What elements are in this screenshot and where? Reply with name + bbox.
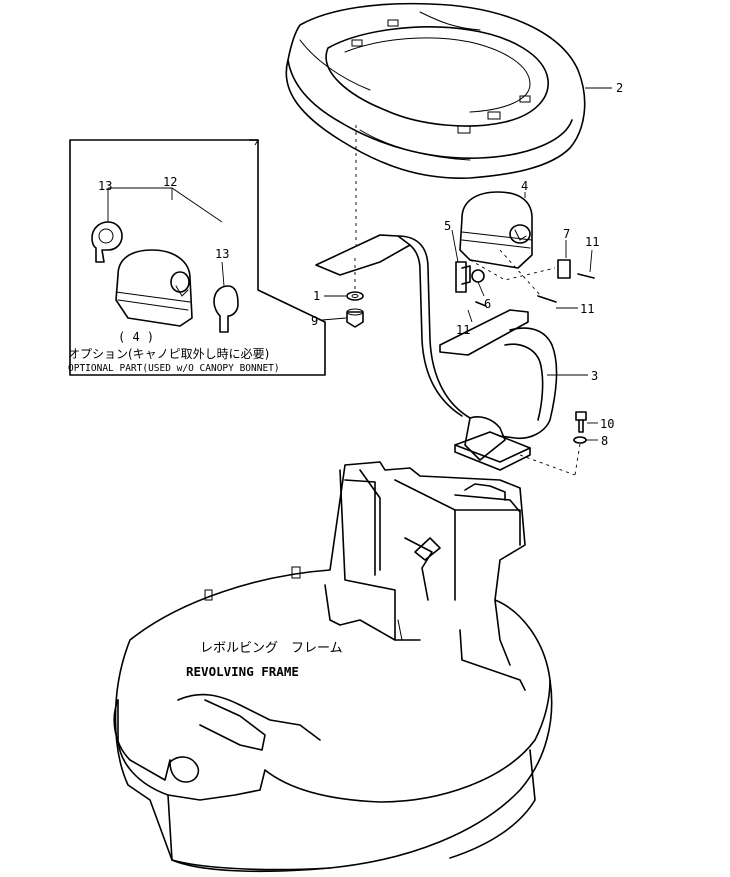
washer-1 — [346, 291, 364, 301]
optional-note-en: OPTIONAL PART(USED w/O CANOPY BONNET) — [68, 363, 280, 374]
optional-cover-13b — [213, 285, 239, 333]
callout-1: 1 — [313, 289, 320, 303]
bolt-10 — [575, 411, 587, 433]
callout-3: 3 — [591, 369, 598, 383]
seat-support-bracket — [315, 234, 558, 471]
optional-switch-4 — [115, 249, 193, 327]
callout-4: 4 — [521, 179, 528, 193]
seat-cushion — [285, 2, 586, 179]
callout-6: 6 — [484, 297, 491, 311]
frame-name-en: REVOLVING FRAME — [186, 664, 299, 679]
callout-11b: 11 — [580, 302, 594, 316]
optional-part-box — [69, 139, 326, 376]
callout-11c: 11 — [456, 323, 470, 337]
callout-2: 2 — [616, 81, 623, 95]
callout-7: 7 — [563, 227, 570, 241]
callout-8: 8 — [601, 434, 608, 448]
callout-12: 12 — [163, 175, 177, 189]
callout-13a: 13 — [98, 179, 112, 193]
callout-13b: 13 — [215, 247, 229, 261]
nut-9 — [346, 308, 364, 328]
leader-lines — [321, 87, 612, 441]
revolving-frame — [113, 461, 553, 873]
callout-labels: 2 3 4 5 6 7 8 9 10 1 11 11 11 12 13 13 (… — [98, 81, 623, 448]
callout-4-optional: ( 4 ) — [118, 330, 154, 344]
callout-11a: 11 — [585, 235, 599, 249]
seat-switch-assembly — [455, 191, 595, 307]
optional-cover-13a — [91, 221, 123, 263]
callout-10: 10 — [600, 417, 614, 431]
callout-9: 9 — [311, 314, 318, 328]
optional-note-jp: オプション(キャノピ取外し時に必要) — [68, 347, 269, 361]
frame-name-jp: レボルビング フレーム — [200, 641, 343, 656]
washer-8 — [573, 436, 587, 444]
callout-5: 5 — [444, 219, 451, 233]
